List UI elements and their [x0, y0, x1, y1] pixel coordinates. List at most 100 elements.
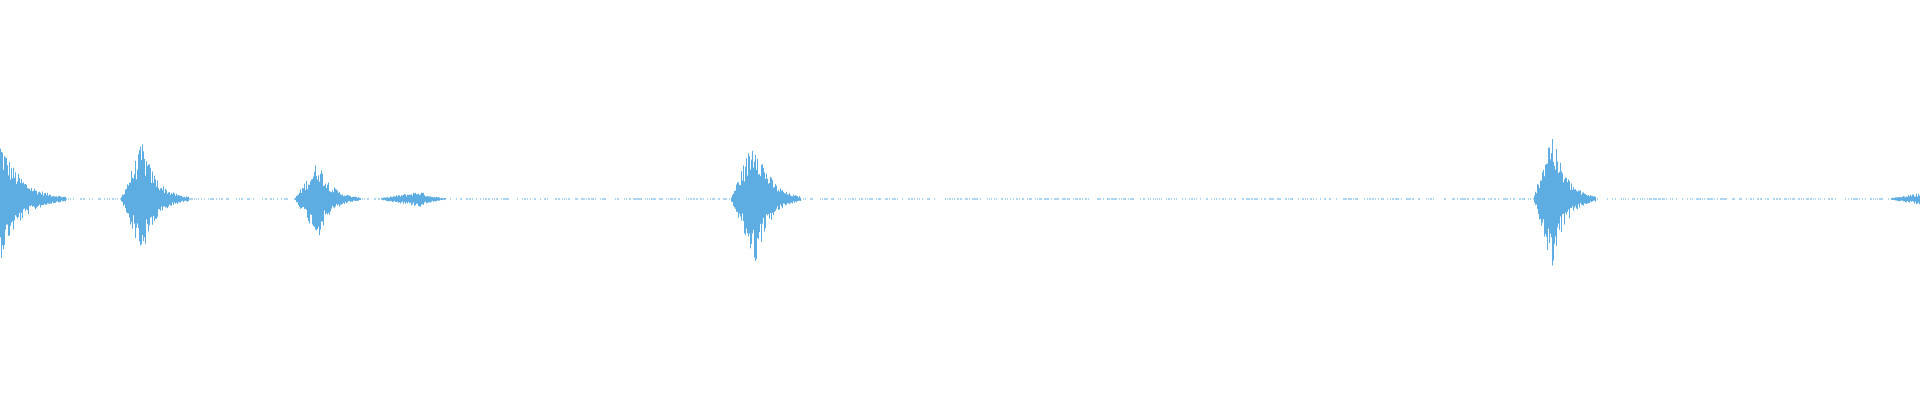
- waveform-sample: [1790, 198, 1791, 200]
- waveform-sample: [1022, 198, 1023, 200]
- waveform-sample: [1829, 198, 1830, 200]
- waveform-sample: [555, 198, 556, 200]
- waveform-sample: [153, 182, 154, 216]
- waveform-sample: [1460, 198, 1461, 200]
- waveform-sample: [1902, 196, 1903, 201]
- waveform-sample: [352, 196, 353, 202]
- waveform-sample: [297, 195, 298, 203]
- waveform-sample: [989, 198, 990, 200]
- waveform-sample: [1845, 198, 1846, 200]
- waveform-sample: [666, 198, 667, 200]
- waveform-sample: [222, 198, 223, 200]
- waveform-sample: [1035, 198, 1036, 200]
- waveform-sample: [15, 172, 16, 216]
- waveform-sample: [470, 198, 471, 200]
- waveform-sample: [1461, 198, 1462, 200]
- waveform-sample: [1859, 198, 1860, 200]
- waveform-sample: [420, 194, 421, 207]
- waveform-sample: [41, 194, 42, 206]
- waveform-sample: [1157, 198, 1158, 200]
- waveform-sample: [314, 171, 315, 227]
- waveform-sample: [1547, 163, 1548, 251]
- waveform-sample: [812, 198, 813, 200]
- waveform-sample: [524, 198, 525, 200]
- waveform-sample: [1017, 198, 1018, 200]
- waveform-sample: [178, 195, 179, 203]
- waveform-sample: [1625, 198, 1626, 200]
- waveform-sample: [1462, 198, 1463, 200]
- waveform-sample: [1654, 198, 1655, 200]
- waveform-sample: [408, 194, 409, 202]
- waveform-sample: [1560, 162, 1561, 217]
- waveform-sample: [569, 198, 570, 200]
- waveform-sample: [64, 196, 65, 201]
- waveform-sample: [949, 198, 950, 200]
- waveform-sample: [914, 198, 915, 200]
- waveform-sample: [1068, 198, 1069, 200]
- waveform-sample: [171, 193, 172, 206]
- waveform-sample: [1103, 198, 1104, 200]
- waveform-sample: [14, 177, 15, 221]
- waveform-sample: [1709, 198, 1710, 200]
- waveform-sample: [929, 198, 930, 200]
- waveform-sample: [1100, 198, 1101, 200]
- waveform-sample: [1871, 198, 1872, 200]
- waveform-sample: [747, 175, 748, 234]
- waveform-sample: [427, 196, 428, 203]
- waveform-sample: [1382, 198, 1383, 200]
- waveform-sample: [389, 197, 390, 202]
- waveform-sample: [147, 165, 148, 224]
- waveform-sample: [1065, 198, 1066, 200]
- waveform-sample: [1111, 198, 1112, 200]
- waveform-sample: [227, 198, 228, 200]
- waveform-sample: [1899, 196, 1900, 202]
- waveform-sample: [974, 198, 975, 200]
- waveform-sample: [691, 198, 692, 200]
- waveform-sample: [92, 198, 93, 200]
- waveform-sample: [1390, 198, 1391, 200]
- waveform-sample: [381, 198, 382, 200]
- waveform-sample: [796, 195, 797, 203]
- waveform-sample: [1082, 198, 1083, 200]
- waveform-sample: [262, 198, 263, 200]
- waveform-sample: [315, 165, 316, 230]
- waveform-sample: [177, 195, 178, 205]
- waveform-sample: [1640, 198, 1641, 200]
- waveform-sample: [32, 191, 33, 207]
- waveform-sample: [810, 198, 811, 200]
- waveform-sample: [172, 194, 173, 203]
- waveform-sample: [1395, 198, 1396, 200]
- waveform-sample: [485, 198, 486, 200]
- waveform-sample: [773, 187, 774, 216]
- waveform-sample: [338, 192, 339, 205]
- waveform-sample: [1792, 198, 1793, 200]
- waveform-sample: [430, 196, 431, 203]
- waveform-sample: [701, 198, 702, 200]
- waveform-sample: [364, 198, 365, 200]
- waveform-sample: [733, 193, 734, 207]
- waveform-sample: [827, 198, 828, 200]
- waveform-sample: [175, 195, 176, 204]
- waveform-sample: [1054, 198, 1055, 200]
- waveform-sample: [84, 198, 85, 200]
- waveform-sample: [957, 198, 958, 200]
- waveform-sample: [1593, 196, 1594, 201]
- waveform-sample: [113, 198, 114, 200]
- waveform-sample: [496, 198, 497, 200]
- waveform-sample: [1757, 198, 1758, 200]
- waveform-sample: [1908, 195, 1909, 203]
- waveform-sample: [1051, 198, 1052, 200]
- waveform-sample: [23, 182, 24, 210]
- waveform-sample: [152, 171, 153, 225]
- waveform-sample: [162, 189, 163, 211]
- waveform-sample: [712, 198, 713, 200]
- waveform-sample: [789, 193, 790, 205]
- waveform-sample: [1225, 198, 1226, 200]
- waveform-sample: [603, 198, 604, 200]
- waveform-sample: [1398, 198, 1399, 200]
- waveform-sample: [1242, 198, 1243, 200]
- waveform-sample: [1704, 198, 1705, 200]
- waveform-sample: [774, 186, 775, 212]
